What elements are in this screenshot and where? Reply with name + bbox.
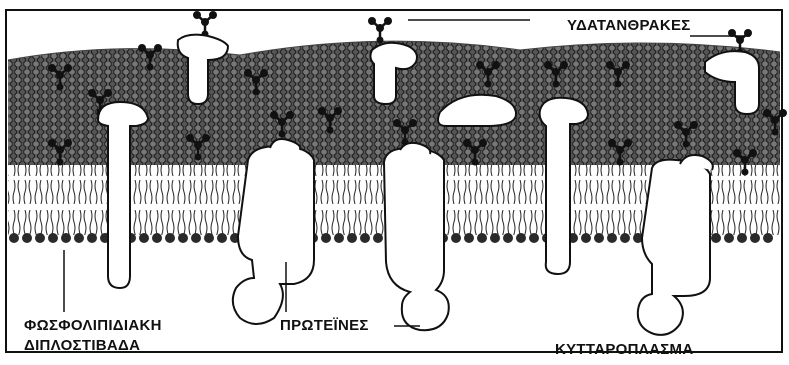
inner-lipid-head <box>360 233 370 243</box>
inner-lipid-head <box>490 233 500 243</box>
inner-lipid-head <box>152 233 162 243</box>
inner-lipid-head <box>165 233 175 243</box>
inner-lipid-head <box>503 233 513 243</box>
inner-lipid-head <box>48 233 58 243</box>
inner-lipid-head <box>477 233 487 243</box>
inner-lipid-head <box>87 233 97 243</box>
inner-lipid-head <box>373 233 383 243</box>
inner-lipid-head <box>724 233 734 243</box>
inner-lipid-head <box>191 233 201 243</box>
inner-lipid-head <box>620 233 630 243</box>
inner-lipid-head <box>464 233 474 243</box>
inner-lipid-head <box>451 233 461 243</box>
inner-lipid-head <box>321 233 331 243</box>
inner-lipid-head <box>737 233 747 243</box>
inner-lipid-head <box>750 233 760 243</box>
label-proteins: ΠΡΩΤΕΪΝΕΣ <box>280 316 369 335</box>
inner-lipid-head <box>334 233 344 243</box>
inner-lipid-head <box>763 233 773 243</box>
inner-lipid-head <box>22 233 32 243</box>
inner-lipid-head <box>9 233 19 243</box>
inner-lipid-head <box>516 233 526 243</box>
inner-lipid-head <box>529 233 539 243</box>
label-carbohydrates: ΥΔΑΤΑΝΘΡΑΚΕΣ <box>567 16 691 35</box>
label-cytoplasm: ΚΥΤΤΑΡΟΠΛΑΣΜΑ <box>555 340 693 359</box>
inner-lipid-head <box>61 233 71 243</box>
inner-lipid-head <box>178 233 188 243</box>
inner-lipid-head <box>581 233 591 243</box>
inner-lipid-head <box>217 233 227 243</box>
inner-lipid-head <box>594 233 604 243</box>
inner-lipid-head <box>607 233 617 243</box>
inner-lipid-head <box>35 233 45 243</box>
inner-lipid-head <box>204 233 214 243</box>
label-phospholipid-line1: ΦΩΣΦΟΛΙΠΙΔΙΑΚΗ <box>24 316 162 335</box>
inner-lipid-head <box>347 233 357 243</box>
inner-lipid-head <box>139 233 149 243</box>
inner-lipid-head <box>711 233 721 243</box>
inner-lipid-head <box>74 233 84 243</box>
label-phospholipid-line2: ΔΙΠΛΟΣΤΙΒΑΔΑ <box>24 336 140 355</box>
